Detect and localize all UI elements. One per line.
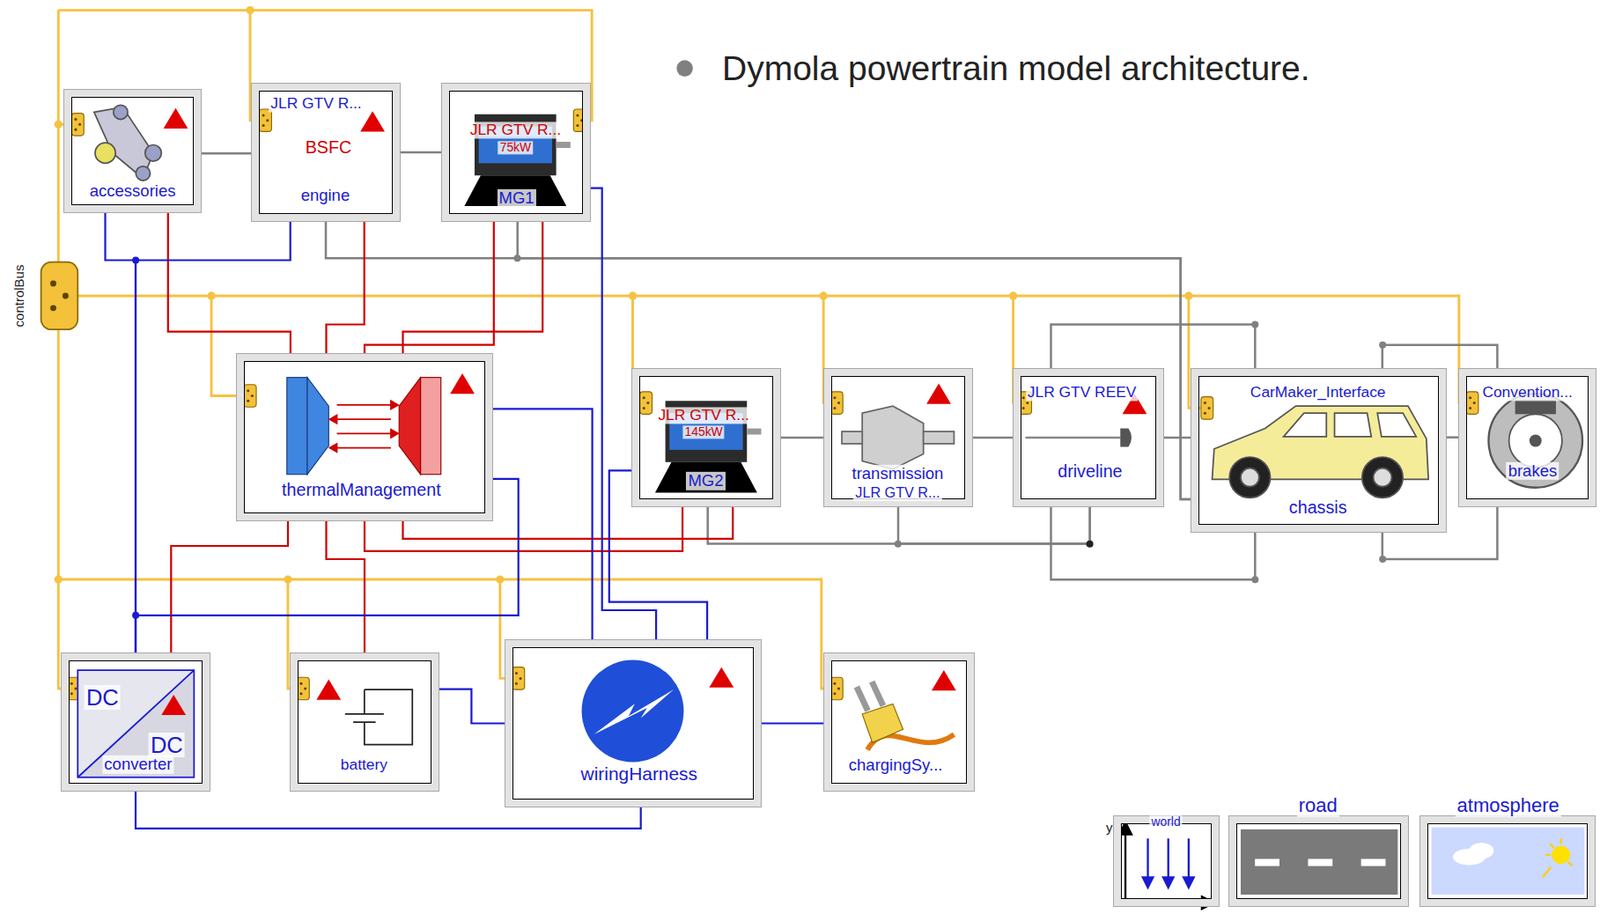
junction-dot — [1378, 555, 1387, 563]
connection-wire — [972, 436, 1014, 440]
block-text: chargingSy... — [847, 756, 945, 775]
connection-wire — [364, 221, 495, 354]
model-block: CarMaker_Interfacechassis — [1191, 368, 1446, 532]
connection-wire — [492, 408, 593, 641]
model-block: thermalManagement — [236, 353, 493, 521]
block-text: JLR GTV R... — [656, 407, 751, 425]
junction-dot — [1251, 575, 1259, 583]
block-text: engine — [299, 186, 353, 205]
connection-wire — [1051, 506, 1256, 580]
junction-dot — [132, 256, 140, 264]
model-block: transmissionJLR GTV R... — [824, 368, 973, 507]
connection-wire — [1445, 435, 1460, 439]
block-text: MG1 — [497, 189, 537, 207]
connection-wire — [135, 790, 642, 829]
model-block: accessories — [64, 89, 201, 213]
block-text: JLR GTV R... — [853, 485, 942, 502]
connection-wire — [780, 436, 825, 440]
block-text: road — [1297, 795, 1340, 817]
connection-wire — [898, 506, 1091, 545]
junction-dot — [1251, 320, 1259, 328]
connection-wire — [403, 506, 734, 539]
block-text: Convention... — [1480, 383, 1574, 401]
connection-wire — [589, 188, 657, 641]
connection-wire — [1051, 324, 1256, 370]
model-block: atmosphere — [1420, 816, 1595, 907]
model-block: world — [1113, 816, 1219, 907]
connection-wire — [364, 506, 683, 552]
model-block: JLR GTV REEV driveline — [1013, 368, 1164, 507]
model-block: DCDCconverter — [61, 653, 210, 791]
block-text: DC — [148, 732, 185, 758]
connection-wire — [105, 212, 137, 654]
block-text: 145kW — [682, 425, 724, 439]
connection-wire — [168, 212, 291, 354]
junction-dot — [894, 540, 902, 548]
connection-wire — [438, 689, 506, 724]
connection-wire — [200, 152, 252, 155]
block-text: JLR GTV R... — [468, 122, 563, 140]
block-text: JLR GTV R... — [268, 95, 363, 113]
model-block: Convention... brakes — [1459, 368, 1596, 507]
model-block: wiringHarness — [505, 640, 761, 807]
junction-dot — [514, 254, 522, 262]
connection-wire — [326, 221, 365, 354]
block-text: atmosphere — [1455, 795, 1562, 817]
block-text: CarMaker_Interface — [1248, 383, 1388, 401]
connection-wire — [403, 221, 544, 354]
model-block: chargingSy... — [824, 653, 974, 791]
connection-wire — [326, 520, 366, 654]
block-text: BSFC — [303, 138, 354, 158]
junction-dot — [1378, 341, 1387, 349]
block-text: brakes — [1506, 462, 1560, 480]
connection-wire — [1382, 345, 1498, 369]
connection-wire — [609, 470, 708, 641]
connection-wire — [135, 221, 291, 654]
block-text: JLR GTV REEV — [1025, 383, 1139, 401]
model-block: JLR GTV R... BSFC engine — [251, 83, 400, 222]
block-text: MG2 — [685, 471, 725, 490]
model-block: JLR GTV R...75kW MG1 — [442, 83, 590, 222]
block-text: battery — [339, 757, 390, 775]
block-text: converter — [102, 755, 174, 774]
model-block: battery — [290, 653, 439, 791]
model-block: road — [1229, 816, 1409, 907]
connection-wire — [399, 151, 443, 155]
connection-wire — [1163, 436, 1192, 440]
slide-title: Dymola powertrain model architecture. — [722, 49, 1311, 89]
connection-wire — [135, 479, 519, 654]
block-text: 75kW — [498, 140, 534, 155]
connection-wire — [517, 221, 1192, 500]
block-text: driveline — [1055, 462, 1124, 482]
model-block: JLR GTV R...145kW MG2 — [632, 368, 781, 507]
connection-wire — [760, 722, 825, 724]
block-text: DC — [84, 685, 121, 710]
junction-dot — [132, 611, 140, 620]
block-text: transmission — [850, 464, 946, 483]
block-text: world — [1149, 815, 1182, 829]
connection-wire — [707, 506, 1091, 545]
block-text: accessories — [88, 182, 178, 200]
junction-dot — [1086, 540, 1094, 548]
connection-wire — [170, 520, 288, 654]
axis-label: y — [1105, 819, 1114, 835]
block-text: thermalManagement — [280, 480, 443, 501]
block-text: chassis — [1287, 498, 1350, 518]
block-text: wiringHarness — [579, 762, 700, 783]
bus-label: controlBus — [11, 265, 27, 328]
